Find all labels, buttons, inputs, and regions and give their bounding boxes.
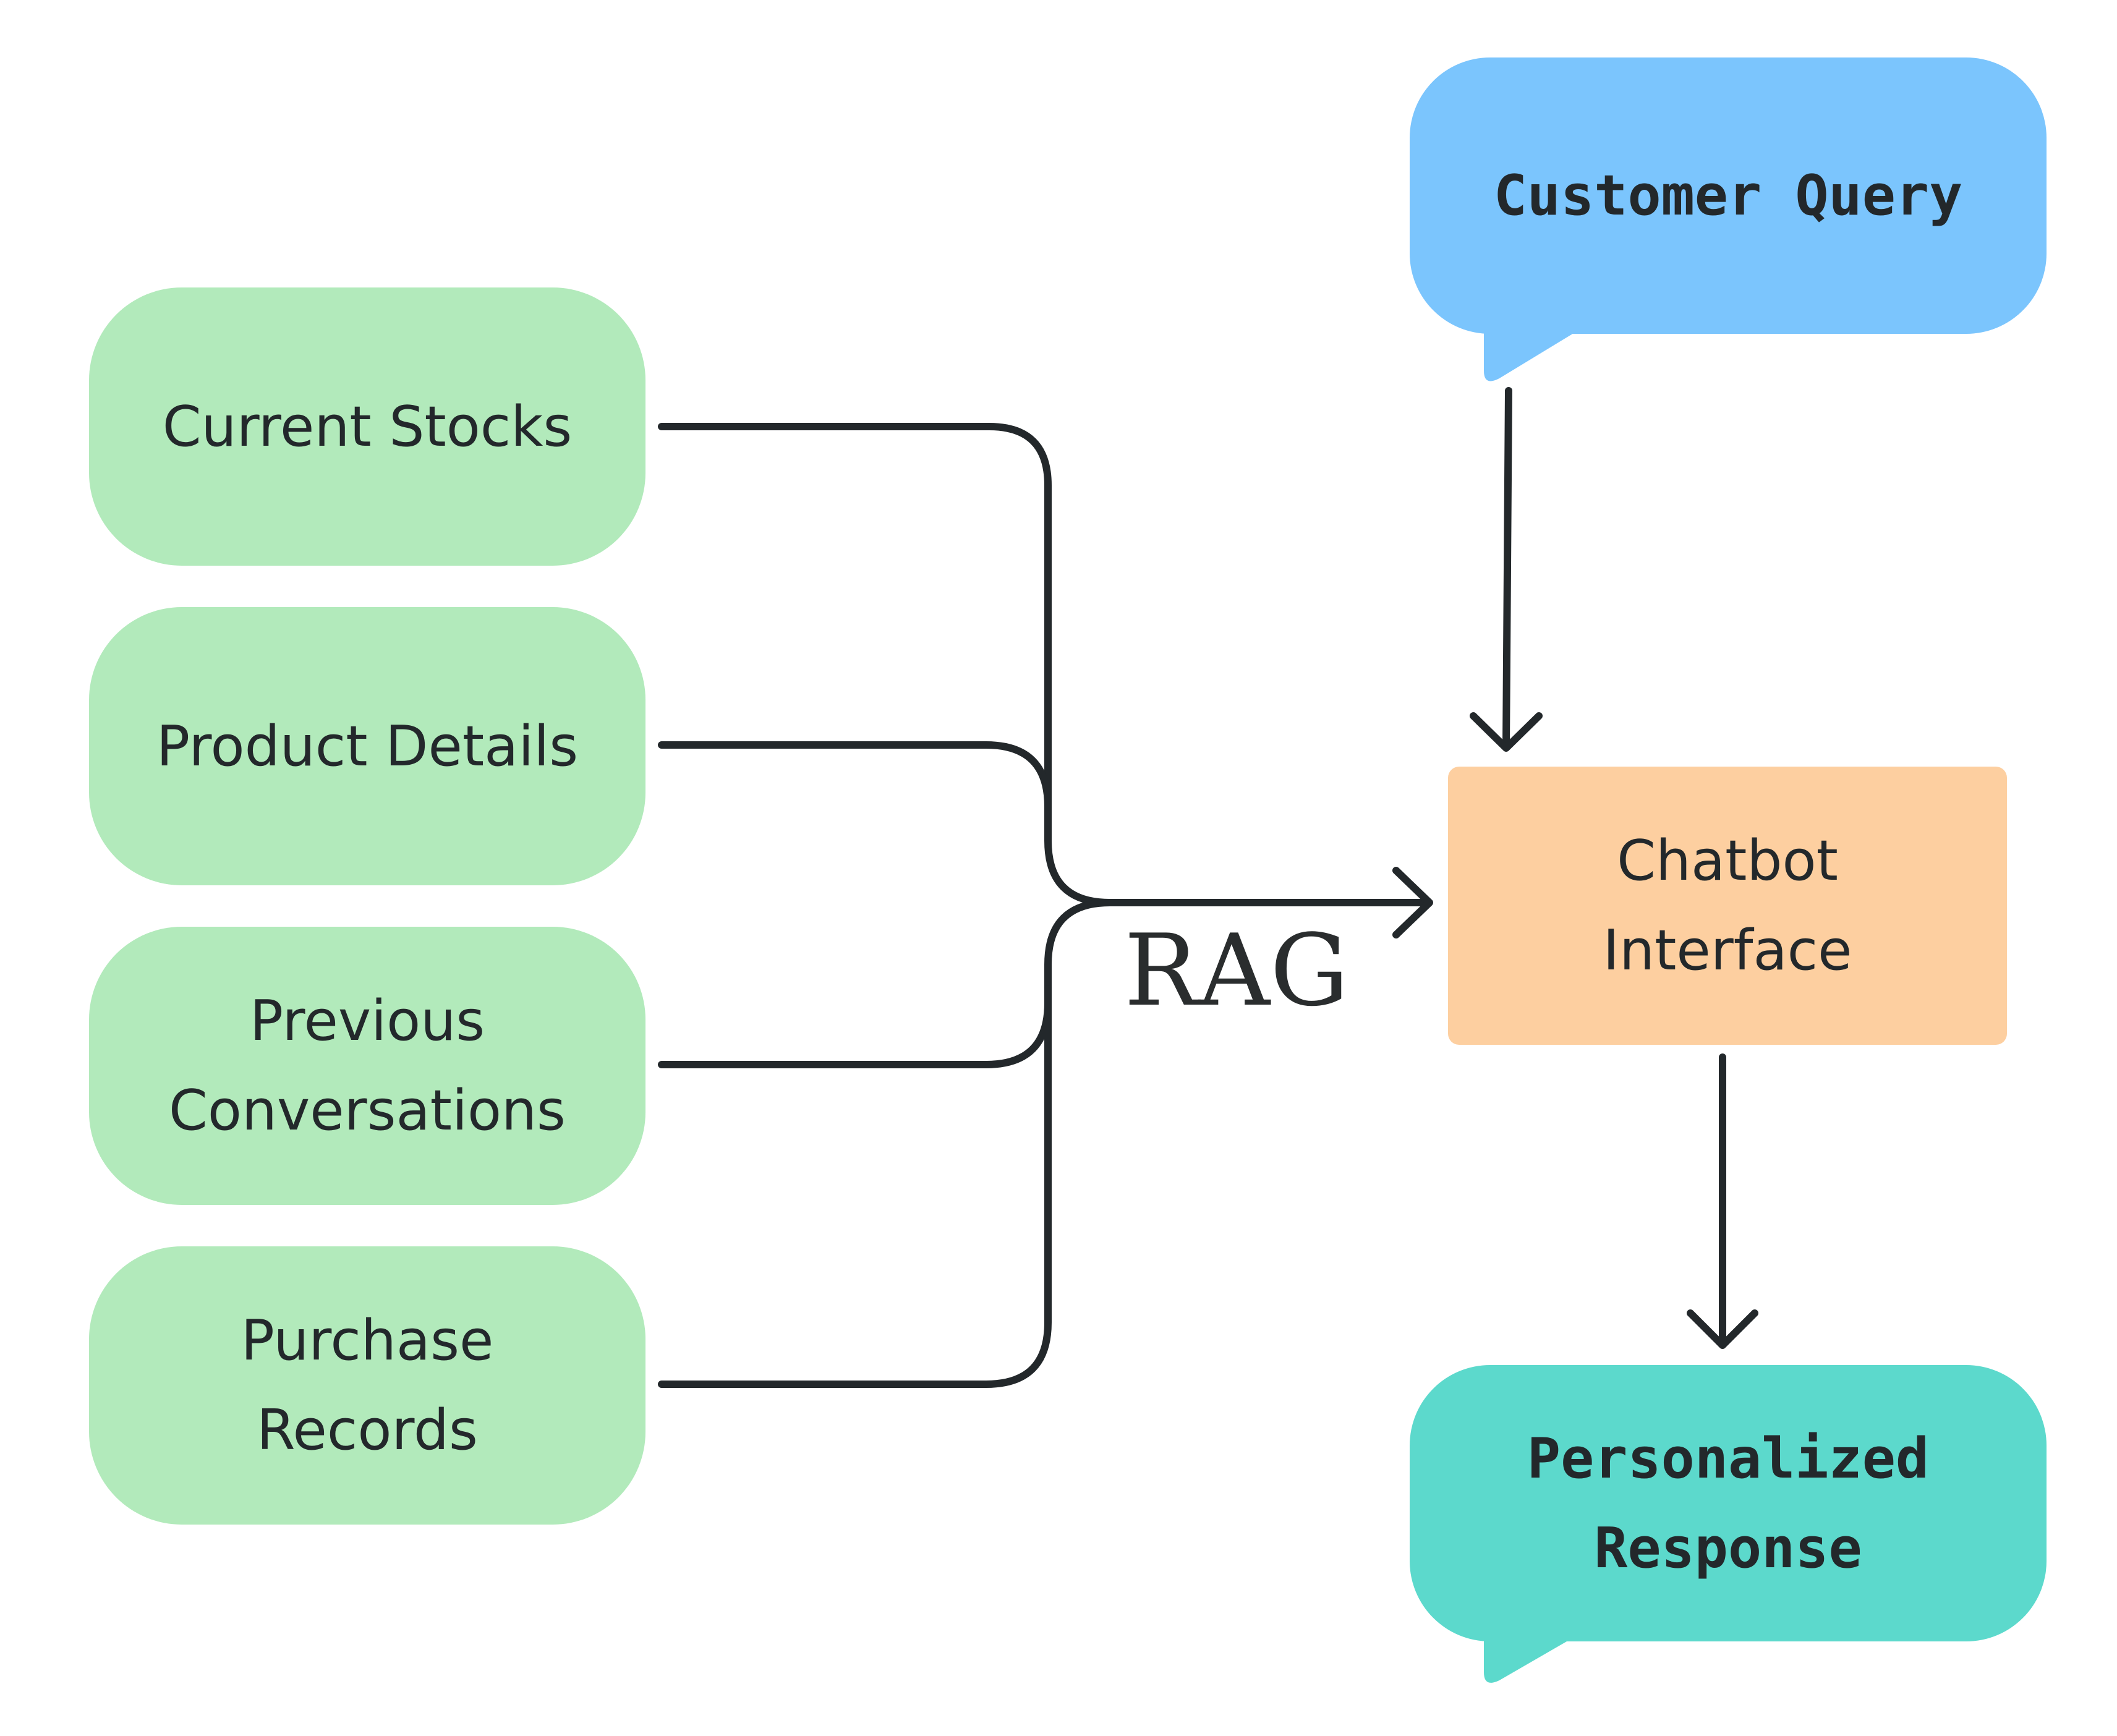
source-label-line-1: Purchase — [241, 1308, 494, 1373]
rag-label: RAG — [1124, 913, 1349, 1028]
source-label-line-1: Previous — [249, 989, 485, 1053]
query-arrow — [1502, 387, 1512, 749]
source-current-stocks: Current Stocks — [89, 287, 645, 566]
chatbot-interface-box: Chatbot Interface — [1448, 767, 2007, 1045]
chatbot-label-line-1: Chatbot — [1617, 828, 1838, 893]
customer-query-label: Customer Query — [1493, 163, 1963, 228]
response-label-line-1: Personalized — [1527, 1426, 1930, 1491]
customer-query-bubble: Customer Query — [1410, 57, 2047, 334]
response-arrowhead — [1687, 1309, 1758, 1349]
source-label: Product Details — [156, 713, 579, 779]
connector-purchase-records — [658, 985, 1052, 1388]
chatbot-label-line-2: Interface — [1603, 918, 1852, 983]
source-label-line-2: Conversations — [169, 1078, 566, 1143]
connector-previous-conversations — [658, 899, 1114, 1068]
source-product-details: Product Details — [89, 607, 645, 885]
connector-product-details — [658, 741, 1052, 811]
response-label-line-2: Response — [1594, 1515, 1862, 1581]
source-purchase-records: Purchase Records — [89, 1246, 645, 1525]
personalized-response-bubble: Personalized Response — [1410, 1365, 2047, 1641]
source-label-line-2: Records — [257, 1398, 478, 1463]
connector-current-stocks — [658, 423, 1114, 906]
query-arrowhead — [1470, 712, 1543, 752]
source-previous-conversations: Previous Conversations — [89, 927, 645, 1205]
rag-arrowhead — [1392, 867, 1433, 938]
source-label: Current Stocks — [162, 394, 573, 459]
